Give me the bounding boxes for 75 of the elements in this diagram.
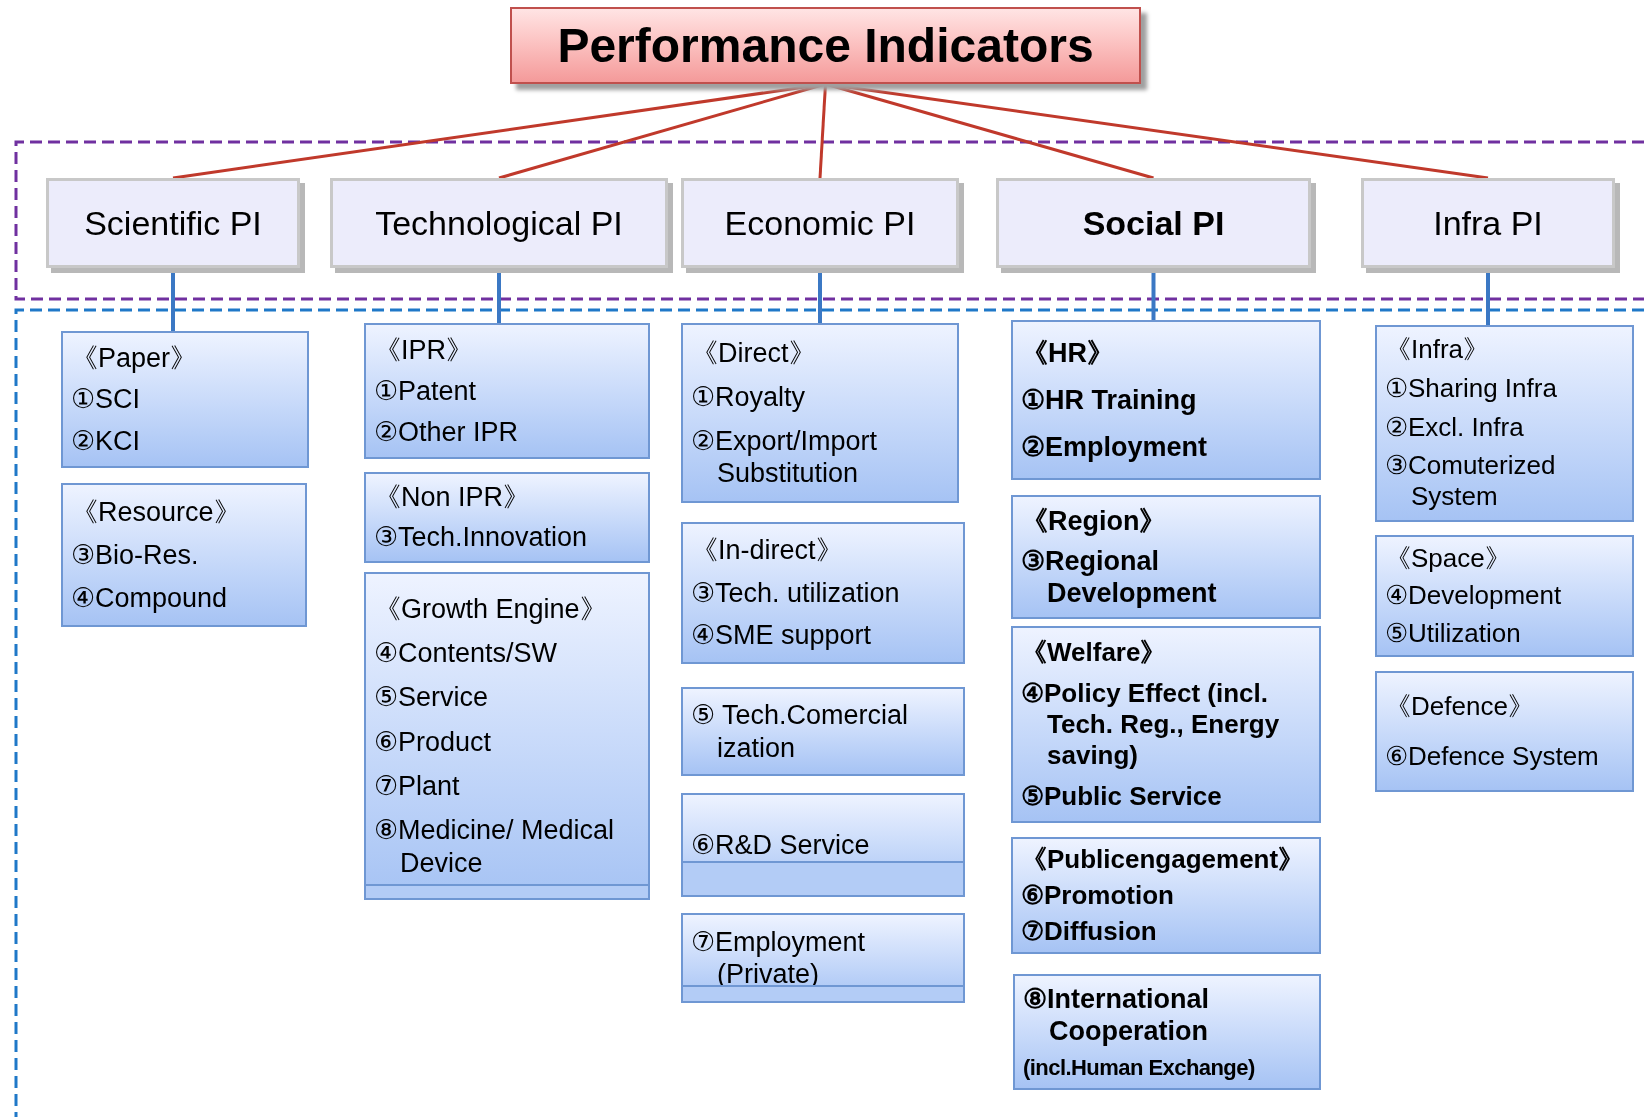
group-heading: 《IPR》 <box>374 333 474 367</box>
group-heading: 《Welfare》 <box>1021 637 1168 669</box>
indicator-text: ②KCI <box>71 424 141 458</box>
indicator-text: ⑦Plant <box>374 770 461 803</box>
indicator-box <box>681 323 959 503</box>
indicator-text: ①Patent <box>374 374 478 408</box>
indicator-box <box>61 331 309 468</box>
group-heading: 《Resource》 <box>71 495 242 529</box>
indicator-text: ⑦Diffusion <box>1021 915 1158 948</box>
indicator-text: ⑤Utilization <box>1385 617 1522 649</box>
group-heading: 《Direct》 <box>691 336 817 369</box>
indicator-text: ②Export/Import Substitution <box>691 424 879 490</box>
category-label: Economic PI <box>724 206 916 240</box>
indicator-text: ⑥Product <box>374 725 493 759</box>
connector-line <box>818 83 827 179</box>
indicator-box <box>681 687 965 776</box>
title-box <box>510 7 1141 84</box>
indicator-text: ④SME support <box>691 619 873 652</box>
indicator-box <box>681 522 965 664</box>
indicator-text: ⑧Medicine/ Medical Device <box>374 814 616 880</box>
group-heading: 《Infra》 <box>1385 334 1491 366</box>
indicator-box <box>1375 671 1634 792</box>
indicator-text: ⑥Promotion <box>1021 879 1175 912</box>
indicator-text: ①SCI <box>71 383 141 416</box>
indicator-text: ④Development <box>1385 580 1563 612</box>
indicator-box <box>61 483 307 627</box>
group-heading: 《Defence》 <box>1385 691 1535 723</box>
indicator-text: ①Sharing Infra <box>1385 373 1558 405</box>
indicator-text: ⑥R&D Service <box>691 828 871 862</box>
group-heading: 《Space》 <box>1385 543 1512 575</box>
indicator-box <box>1011 495 1321 619</box>
indicator-text: ⑤Public Service <box>1021 780 1223 812</box>
group-heading: 《Paper》 <box>71 341 199 375</box>
indicator-text: ④Policy Effect (incl. Tech. Reg., Energy saving) <box>1021 677 1281 772</box>
indicator-text: ②Excl. Infra <box>1385 411 1525 443</box>
indicator-text: ③Tech.Innovation <box>374 521 589 554</box>
indicator-box <box>681 793 965 897</box>
indicator-text: ③Comuterized System <box>1385 450 1557 513</box>
indicator-text: ①Royalty <box>691 380 807 413</box>
indicator-box <box>364 323 650 459</box>
indicator-text: ⑥Defence System <box>1385 740 1600 772</box>
category-label: Technological PI <box>375 206 623 240</box>
indicator-text: ⑤Service <box>374 681 490 714</box>
indicator-text: ③Bio-Res. <box>71 538 200 572</box>
group-heading: 《Growth Engine》 <box>374 592 608 626</box>
indicator-box <box>1375 535 1634 657</box>
indicator-text: ⑦Employment (Private) <box>691 925 867 991</box>
indicator-box <box>1011 626 1321 823</box>
group-heading: 《Publicengagement》 <box>1021 843 1306 876</box>
indicator-text: ②Employment <box>1021 430 1209 464</box>
category-label: Infra PI <box>1433 206 1543 240</box>
indicator-box <box>364 572 650 900</box>
indicator-box <box>1011 320 1321 480</box>
group-heading: 《Region》 <box>1021 504 1168 537</box>
indicator-text: ③Tech. utilization <box>691 576 901 610</box>
indicator-text: ④Contents/SW <box>374 637 559 670</box>
group-heading: 《In-direct》 <box>691 534 844 567</box>
indicator-text: ⑧International Cooperation <box>1023 982 1210 1048</box>
indicator-text: ①HR Training <box>1021 383 1198 417</box>
title-label: Performance Indicators <box>557 21 1094 70</box>
indicator-text: ③Regional Development <box>1021 544 1218 610</box>
indicator-text: (incl.Human Exchange) <box>1023 1054 1256 1082</box>
group-heading: 《Non IPR》 <box>374 481 532 514</box>
connector-line <box>498 82 826 180</box>
group-heading: 《HR》 <box>1021 336 1115 370</box>
category-label: Social PI <box>1082 206 1225 240</box>
indicator-box <box>1011 837 1321 954</box>
indicator-box <box>1375 325 1634 522</box>
category-label: Scientific PI <box>84 206 262 240</box>
indicator-box <box>1013 974 1321 1090</box>
indicator-box <box>681 913 965 1003</box>
indicator-text: ②Other IPR <box>374 415 520 449</box>
indicator-box <box>364 472 650 563</box>
indicator-text: ④Compound <box>71 581 229 615</box>
indicator-text: ⑤ Tech.Comercial ization <box>691 699 910 764</box>
